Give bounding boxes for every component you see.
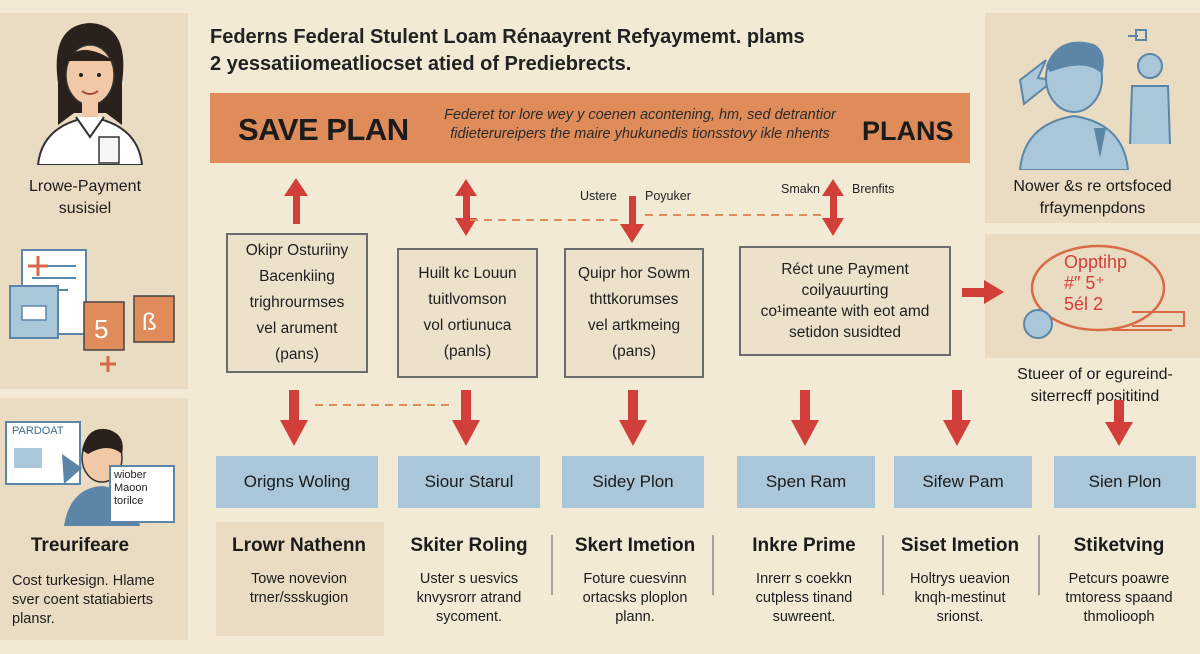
- column-divider: [1038, 535, 1040, 595]
- column-1-text: Towe novevion trner/ssskugion: [249, 571, 349, 606]
- down-arrow: [791, 390, 819, 446]
- arrow-label-b: Poyuker: [645, 189, 691, 203]
- badge-label: PARDOAT: [12, 425, 64, 437]
- double-arrow: [455, 179, 477, 236]
- column-highlight-panel: [216, 522, 384, 636]
- left-bottom-text: Cost turkesign. Hlame sver coent statiab…: [12, 573, 155, 627]
- arrow-label-a: Ustere: [580, 189, 617, 203]
- plan-box-1: Origns Woling: [216, 456, 378, 508]
- save-plan-banner: [210, 93, 970, 163]
- person-sign-illustration: [5, 421, 175, 526]
- column-4-title: Inkre Prime: [752, 535, 856, 556]
- arrow-label-d: Brenfits: [852, 182, 895, 196]
- woman-illustration: [20, 23, 160, 165]
- column-3-text: Foture cuesvinn ortacsks ploplon plann.: [582, 571, 688, 625]
- process-box-3: Quipr hor Sowm thttkorumses vel artkmein…: [564, 248, 704, 378]
- process-box-4-text: Réct une Payment coilyauurting co¹imeant…: [760, 261, 930, 341]
- arrow-label-c: Smakn: [781, 182, 820, 196]
- up-arrow: [284, 178, 308, 224]
- down-arrow: [1105, 400, 1133, 446]
- left-bottom-label: Treurifeare: [30, 535, 130, 556]
- process-box-2-text: Huilt kc Louun tuitlvomson vol ortiunuca…: [418, 265, 517, 360]
- column-divider: [882, 535, 884, 595]
- sign-label: wiober Maoon torilce: [114, 469, 148, 507]
- banner-description: Federet tor lore wey y coenen acontening…: [444, 107, 836, 142]
- sketch-text: Opptihp #″ 5⁺ 5él 2: [1064, 252, 1128, 314]
- column-4-text: Inrerr s coekkn cutpless tinand suwreent…: [755, 571, 853, 625]
- double-arrow: [822, 179, 844, 236]
- left-top-label: Lrowe-Payment susisiel: [28, 178, 142, 217]
- right-mid-text: Stueer of or egureind- siterrecff positi…: [1017, 366, 1173, 405]
- column-divider: [551, 535, 553, 595]
- column-6-text: Petcurs poawre tmtoress spaand thmolioop…: [1065, 571, 1173, 625]
- column-6-title: Stiketving: [1073, 535, 1165, 556]
- down-arrow: [452, 390, 480, 446]
- column-5-text: Holtrys ueavion knqh-mestinut srionst.: [910, 571, 1010, 625]
- down-arrow: [280, 390, 308, 446]
- plan-box-5: Sifew Pam: [894, 456, 1032, 508]
- process-box-1: Okipr Osturiiny Bacenkiing trighrourmses…: [226, 233, 368, 373]
- diagram-title: Federns Federal Stulent Loam Rénaayrent …: [210, 24, 805, 78]
- process-box-4: Réct une Payment coilyauurting co¹imeant…: [739, 246, 951, 356]
- banner-right-title: PLANS: [862, 116, 954, 146]
- process-box-3-text: Quipr hor Sowm thttkorumses vel artkmein…: [578, 265, 690, 360]
- plan-box-4: Spen Ram: [737, 456, 875, 508]
- column-3-title: Skert Imetion: [574, 535, 696, 556]
- svg-text:ß: ß: [142, 309, 157, 336]
- column-2-text: Uster s uesvics knvysrorr atrand sycomen…: [416, 571, 522, 625]
- right-arrow: [962, 280, 1004, 304]
- process-box-2: Huilt kc Louun tuitlvomson vol ortiunuca…: [397, 248, 538, 378]
- column-1-title: Lrowr Nathenn: [231, 535, 367, 556]
- plan-box-6: Sien Plon: [1054, 456, 1196, 508]
- process-box-1-text: Okipr Osturiiny Bacenkiing trighrourmses…: [245, 242, 349, 363]
- title-line-2: 2 yessatiiomeatliocset atied of Prediebr…: [210, 53, 632, 75]
- man-illustration: [1018, 29, 1171, 170]
- down-arrow: [620, 196, 644, 243]
- plan-box-2: Siour Starul: [398, 456, 540, 508]
- column-5-title: Siset Imetion: [900, 535, 1020, 556]
- down-arrow: [619, 390, 647, 446]
- documents-illustration: 5 ß: [9, 249, 175, 372]
- down-arrow: [943, 390, 971, 446]
- banner-left-title: SAVE PLAN: [238, 112, 409, 147]
- calculation-sketch: [1023, 244, 1185, 339]
- title-line-1: Federns Federal Stulent Loam Rénaayrent …: [210, 26, 805, 48]
- column-2-title: Skiter Roling: [410, 535, 528, 556]
- column-divider: [712, 535, 714, 595]
- svg-text:5: 5: [94, 314, 108, 344]
- plan-box-3: Sidey Plon: [562, 456, 704, 508]
- right-top-label: Nower &s re ortsfoced frfaymenpdons: [1013, 178, 1172, 217]
